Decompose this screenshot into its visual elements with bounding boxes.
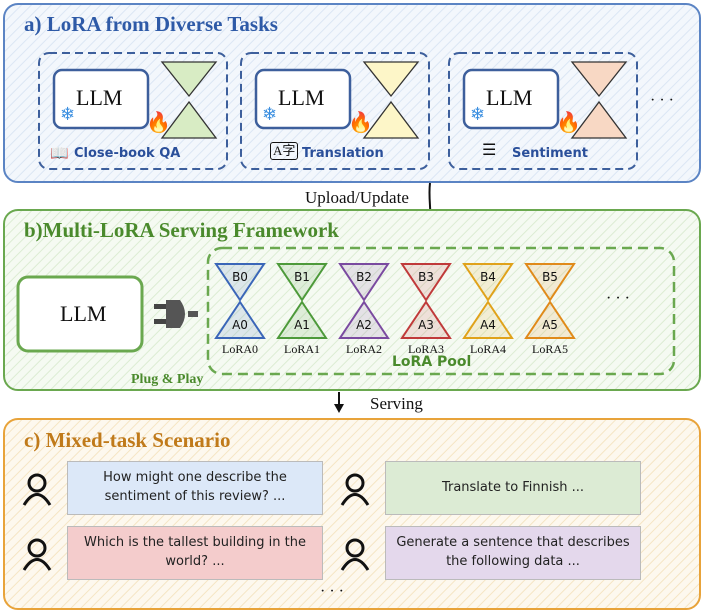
user-icon — [22, 473, 52, 506]
lora-adapter-shape — [276, 263, 328, 339]
task-group-sentiment: LLM ❄ 🔥 ☰ Sentiment — [448, 52, 638, 170]
llm-box — [16, 275, 144, 353]
user-icon — [22, 538, 52, 571]
lora-b-matrix — [400, 263, 452, 302]
lora-b-label: B0 — [232, 270, 248, 284]
lora-b-label: B2 — [356, 270, 372, 284]
request-bubble-generate-sentence: Generate a sentence that describes the f… — [385, 526, 641, 580]
panel-multi-lora-serving-framework — [3, 209, 701, 391]
lora-a-matrix — [524, 300, 576, 339]
lora-adapter-shape — [338, 263, 390, 339]
llm-label: LLM — [278, 85, 325, 110]
request-bubble-sentiment: How might one describe the sentiment of … — [67, 461, 323, 515]
plug-icon — [152, 294, 200, 339]
fire-icon: 🔥 — [146, 112, 171, 134]
lora-b-label: B4 — [480, 270, 496, 284]
lora-b-matrix — [524, 263, 576, 302]
lora-b-label: B3 — [418, 270, 434, 284]
plug-and-play-label: Plug & Play — [131, 372, 204, 387]
more-tasks-ellipsis: · · · — [650, 92, 674, 109]
lora-a-label: A1 — [294, 318, 310, 332]
lora-a-matrix — [338, 300, 390, 339]
llm-label: LLM — [76, 85, 123, 110]
lora-name-label: LoRA3 — [408, 342, 444, 356]
serving-arrow — [334, 392, 344, 413]
lora-adapter-shape — [462, 263, 514, 339]
task-label-translation: Translation — [302, 146, 384, 161]
lora-a-label: A4 — [480, 318, 496, 332]
lora-adapter-shape — [524, 263, 576, 339]
lora-a-matrix — [276, 300, 328, 339]
task-group-closebook-qa: LLM ❄ 🔥 📖 Close-book QA — [38, 52, 228, 170]
lora-a-matrix — [400, 300, 452, 339]
lora-b-matrix — [214, 263, 266, 302]
snowflake-icon: ❄ — [262, 104, 278, 124]
lora-b-label: B1 — [294, 270, 310, 284]
task-label-closebook-qa: Close-book QA — [74, 146, 181, 161]
lora-name-label: LoRA0 — [222, 342, 258, 356]
request-bubble-tallest-building: Which is the tallest building in the wor… — [67, 526, 323, 580]
task-label-sentiment: Sentiment — [512, 146, 588, 161]
lora-a-label: A2 — [356, 318, 372, 332]
lora-pool-frame — [206, 246, 676, 376]
panel-b-title: b)Multi-LoRA Serving Framework — [24, 218, 339, 242]
lora-pool-label: LoRA Pool — [392, 354, 472, 370]
lora-a-label: A5 — [542, 318, 558, 332]
more-loras-ellipsis: · · · — [606, 290, 630, 307]
serving-label: Serving — [370, 394, 423, 413]
task-group-frame — [240, 52, 430, 170]
lora-name-label: LoRA5 — [532, 342, 568, 356]
translate-icon: A字 — [270, 142, 299, 160]
fire-icon: 🔥 — [556, 112, 581, 134]
lora-b-label: B5 — [542, 270, 558, 284]
lora-name-label: LoRA2 — [346, 342, 382, 356]
lora-a-matrix — [462, 300, 514, 339]
panel-c-title: c) Mixed-task Scenario — [24, 428, 231, 452]
lora-b-matrix — [338, 263, 390, 302]
user-icon — [340, 473, 370, 506]
lora-b-matrix — [276, 263, 328, 302]
lora-name-label: LoRA1 — [284, 342, 320, 356]
snowflake-icon: ❄ — [60, 104, 76, 124]
user-icon — [340, 538, 370, 571]
lora-a-label: A0 — [232, 318, 248, 332]
panel-a-title: a) LoRA from Diverse Tasks — [24, 12, 278, 36]
more-requests-ellipsis: · · · — [320, 583, 344, 600]
lora-a-matrix — [214, 300, 266, 339]
lora-adapter-shape — [214, 263, 266, 339]
plug-icon-graphic — [154, 300, 198, 328]
lora-name-label: LoRA4 — [470, 342, 506, 356]
panel-b-background — [3, 209, 701, 391]
fire-icon: 🔥 — [348, 112, 373, 134]
llm-label: LLM — [486, 85, 533, 110]
list-icon: ☰ — [482, 142, 497, 159]
lora-adapter-shape — [400, 263, 452, 339]
book-icon: 📖 — [50, 146, 69, 162]
lora-a-label: A3 — [418, 318, 434, 332]
request-bubble-translate: Translate to Finnish ... — [385, 461, 641, 515]
task-group-frame — [38, 52, 228, 170]
snowflake-icon: ❄ — [470, 104, 486, 124]
llm-label: LLM — [60, 301, 107, 326]
task-group-translation: LLM ❄ 🔥 A字 Translation — [240, 52, 430, 170]
task-group-frame — [448, 52, 638, 170]
upload-update-label: Upload/Update — [305, 188, 409, 207]
lora-b-matrix — [462, 263, 514, 302]
